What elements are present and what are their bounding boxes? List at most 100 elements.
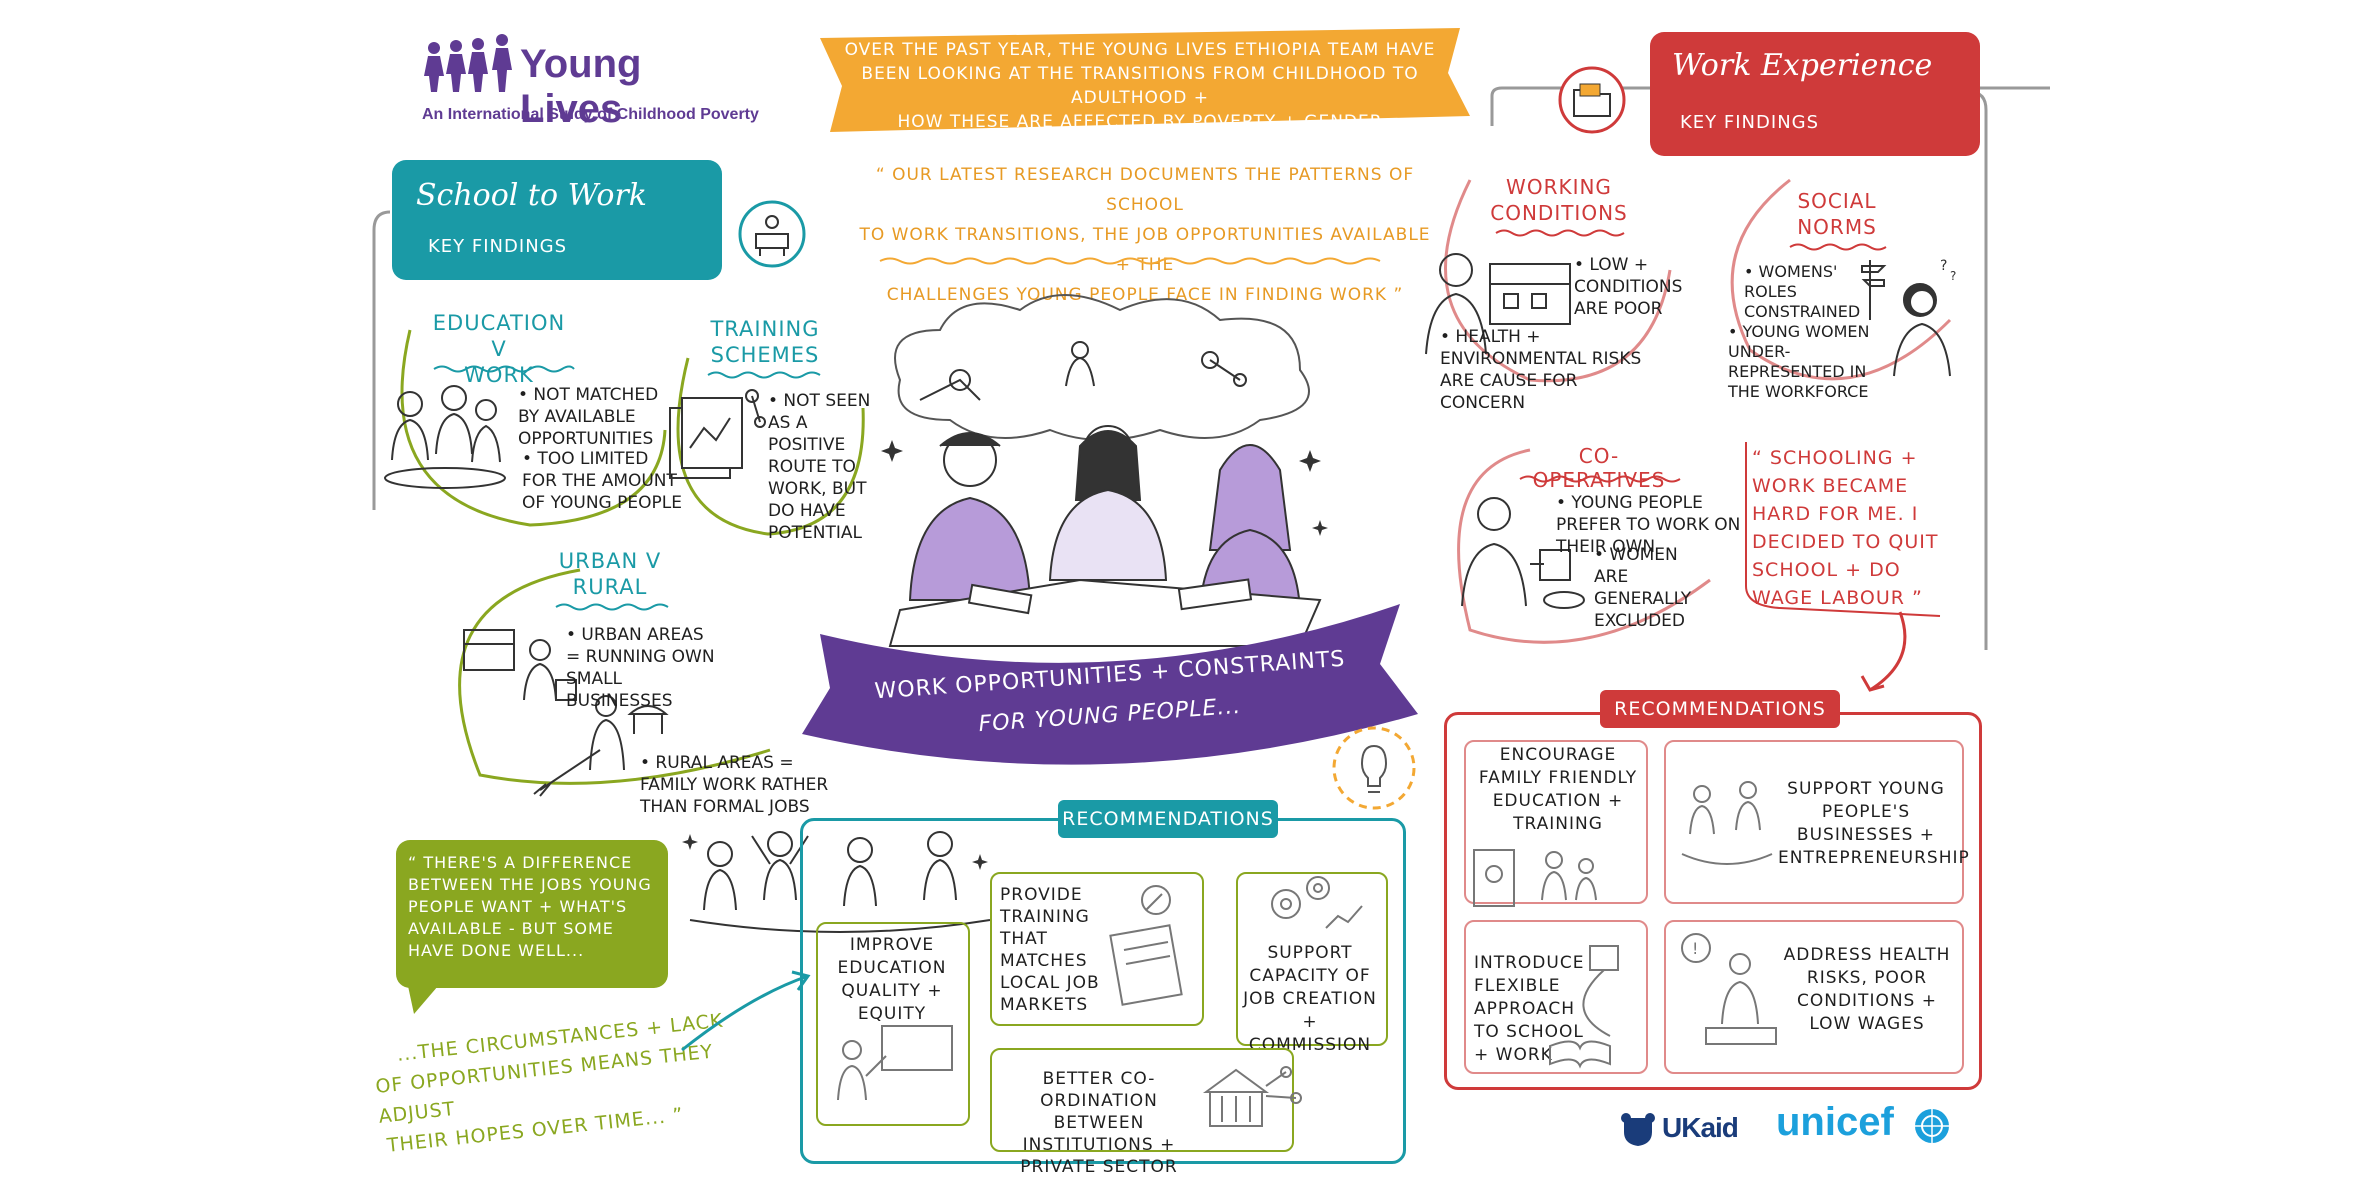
intro-line-2: BEEN LOOKING at the TRANSITIONS from CHI… [861, 64, 1419, 108]
recs-center-r3: SUPPORT CAPACITY of JOB CREATION + COMMI… [1243, 943, 1377, 1055]
training-wave [707, 371, 821, 379]
recs-right-r4: ADDRESS HEALTH RISKS, POOR CONDITIONS + … [1783, 945, 1951, 1034]
education-bullet-1: • NOT MATCHED by AVAILABLE OPPORTUNITIES [518, 385, 659, 449]
recs-center-title: RECOMMENDATIONS [1058, 800, 1278, 838]
right-quote-bracket [1745, 442, 1941, 617]
green-speech: “ THERE'S a DIFFERENCE BETWEEN the JOBS … [408, 853, 652, 960]
education-wave [433, 365, 575, 373]
recs-right-r1: ENCOURAGE FAMILY FRIENDLY EDUCATION + TR… [1478, 745, 1638, 834]
training-heading-1: TRAINING [710, 317, 820, 341]
svg-text:?: ? [1950, 269, 1956, 283]
health-illustration: ! [1681, 933, 1777, 1045]
coop-bullet-1: • YOUNG PEOPLE PREFER to WORK on THEIR O… [1556, 493, 1741, 557]
social-heading-1: SOCIAL [1797, 189, 1877, 213]
recs-right-card-2 [1664, 740, 1964, 904]
recs-center-card-4 [990, 1048, 1294, 1152]
center-banner: WORK OPPORTUNITIES + CONSTRAINTS for YOU… [860, 647, 1360, 738]
recs-center-card-1 [816, 922, 970, 1126]
training-arc [676, 357, 865, 536]
young-lives-logo: Young Lives An International Study of Ch… [422, 30, 759, 131]
coop-bullet-2: • WOMEN are GENERALLY EXCLUDED [1594, 545, 1692, 631]
svg-text:?: ? [1940, 258, 1947, 274]
working-bullet-2: • HEALTH + ENVIRONMENTAL RISKS are CAUSE… [1440, 327, 1642, 413]
unicef-logo: unicef [1776, 1100, 1976, 1152]
working-heading: WORKING CONDITIONS [1484, 174, 1634, 226]
urban-heading: URBAN v RURAL [550, 548, 670, 600]
school-to-work-title: School to Work [416, 178, 647, 213]
recs-right-r2: SUPPORT YOUNG PEOPLE'S BUSINESSES + ENTR… [1778, 779, 1970, 868]
right-bracket-top [1490, 86, 2050, 126]
social-wave [1789, 243, 1887, 251]
education-heading: EDUCATION v WORK [424, 310, 574, 388]
recs-center-r1: IMPROVE EDUCATION QUALITY + EQUITY [837, 935, 947, 1024]
crest-icon [1621, 1113, 1655, 1146]
education-heading-1: EDUCATION v [432, 311, 566, 361]
speech-tail [408, 986, 438, 1014]
urban-arc [458, 568, 771, 785]
coop-heading: CO-OPERATIVES [1532, 444, 1666, 492]
documents-illustration [669, 389, 766, 479]
green-arrow [681, 970, 811, 1052]
globe-icon [1915, 1109, 1949, 1143]
training-heading: TRAINING SCHEMES [700, 316, 830, 368]
farmer-illustration [533, 695, 669, 797]
school-to-work-header: School to Work KEY FINDINGS [392, 160, 722, 280]
intro-line-3: HOW THESE are AFFECTED by POVERTY + GEND… [897, 112, 1383, 132]
center-banner-shape [802, 604, 1418, 765]
recs-center-card-2 [990, 872, 1204, 1026]
ukaid-text: UKaid [1662, 1112, 1739, 1143]
svg-text:!: ! [1692, 939, 1698, 958]
logo-subtitle: An International Study of Childhood Pove… [422, 106, 759, 123]
working-heading-2: CONDITIONS [1490, 201, 1628, 225]
working-bullet-1: • LOW + CONDITIONS are POOR [1574, 255, 1683, 319]
social-bullet-2: • YOUNG WOMEN UNDER-REPRESENTED in the W… [1728, 322, 1870, 401]
recs-right-title: RECOMMENDATIONS [1600, 690, 1840, 728]
quote-underline [879, 257, 1381, 265]
social-heading: SOCIAL NORMS [1782, 188, 1892, 240]
family-illustration [1473, 849, 1597, 907]
market-stall-illustration [463, 629, 577, 701]
folder-icon [1558, 66, 1626, 134]
green-speech-bubble [396, 840, 668, 988]
recs-center-r2: PROVIDE TRAINING that MATCHES LOCAL JOB … [1000, 885, 1100, 1015]
recs-right-card-3 [1464, 920, 1648, 1074]
logo-title: Young Lives [520, 42, 642, 131]
urban-wave [555, 603, 669, 611]
top-quote-line-3: CHALLENGES YOUNG PEOPLE FACE in FINDING … [886, 285, 1404, 305]
urban-heading-2: RURAL [572, 575, 648, 599]
recs-center-r4: BETTER CO-ORDINATION BETWEEN INSTITUTION… [1020, 1069, 1178, 1177]
lightbulb-icon [1332, 726, 1416, 810]
left-bracket [372, 210, 391, 510]
building-network-illustration [1202, 1066, 1302, 1127]
woman-thinking-illustration: ?? [1861, 258, 1956, 377]
handshake-illustration [1681, 781, 1773, 865]
unicef-text: unicef [1776, 1100, 1894, 1144]
work-experience-subtitle: KEY FINDINGS [1680, 112, 1820, 133]
right-bracket-side [1969, 90, 1988, 650]
training-bullet-1: • NOT SEEN as a POSITIVE ROUTE to WORK, … [768, 391, 871, 543]
recs-right-r3: INTRODUCE FLEXIBLE APPROACH to SCHOOL + … [1474, 953, 1585, 1065]
teacher-illustration [837, 1025, 953, 1101]
urban-bullet-1: • URBAN AREAS = RUNNING OWN SMALL BUSINE… [566, 625, 715, 711]
training-heading-2: SCHEMES [710, 343, 820, 367]
worker-illustration [1425, 253, 1571, 355]
coop-arc [1457, 448, 1711, 644]
social-arc [1730, 178, 1952, 381]
intro-banner: OVER the PAST YEAR, the YOUNG LIVES ETHI… [830, 38, 1450, 134]
recs-right-card-1 [1464, 740, 1648, 904]
work-experience-header: Work Experience KEY FINDINGS [1650, 32, 1980, 156]
social-bullet-1: • WOMENS' ROLES CONSTRAINED [1744, 262, 1861, 321]
intro-line-1: OVER the PAST YEAR, the YOUNG LIVES ETHI… [844, 40, 1436, 60]
social-heading-2: NORMS [1797, 215, 1877, 239]
celebrating-group-illustration [682, 831, 991, 933]
gears-icon [1271, 876, 1363, 929]
right-quote: “ SCHOOLING + WORK BECAME HARD for ME. I… [1752, 447, 1939, 609]
craftsman-illustration [1461, 497, 1585, 609]
recs-right-card-4 [1664, 920, 1964, 1074]
book-road-illustration [1549, 945, 1619, 1069]
working-arc [1444, 179, 1672, 383]
students-illustration [384, 385, 506, 489]
top-quote-line-1: “ OUR LATEST RESEARCH DOCUMENTS the PATT… [875, 165, 1415, 215]
thought-cloud [894, 294, 1310, 441]
education-arc [400, 329, 667, 527]
